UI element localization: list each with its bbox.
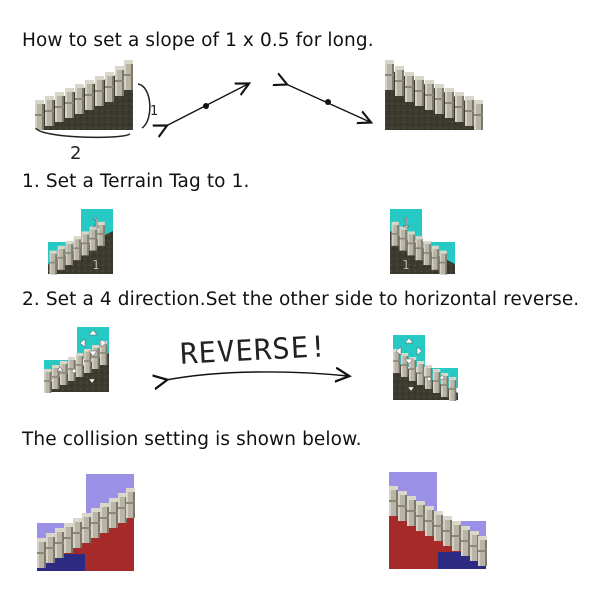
width-label: 2 xyxy=(70,143,82,164)
intro-heading: How to set a slope of 1 x 0.5 for long. xyxy=(22,30,374,51)
step1-heading: 1. Set a Terrain Tag to 1. xyxy=(22,171,250,192)
intro-left-stairs xyxy=(35,60,133,130)
collision-left-tiles xyxy=(37,474,135,571)
direction-left-tiles xyxy=(44,327,109,393)
size-bracket-marks xyxy=(35,83,151,139)
collision-heading: The collision setting is shown below. xyxy=(22,429,362,450)
direction-arrows-icon xyxy=(395,337,446,392)
terrain-tag-right-tiles: 1 1 xyxy=(390,209,455,275)
terrain-tag-value: 1 xyxy=(92,216,100,230)
step2-heading: 2. Set a 4 direction.Set the other side … xyxy=(22,289,580,310)
terrain-tag-value: 1 xyxy=(402,216,410,230)
intro-right-stairs xyxy=(385,60,483,130)
terrain-tag-left-tiles: 1 1 xyxy=(48,209,113,275)
double-arrow-icon xyxy=(278,78,378,128)
direction-arrows-icon xyxy=(56,329,107,384)
direction-right-tiles xyxy=(393,335,458,401)
height-label: 1 xyxy=(150,104,159,119)
double-arrow-icon xyxy=(160,78,260,133)
terrain-tag-value: 1 xyxy=(92,258,100,272)
double-arrow-icon xyxy=(160,362,355,392)
terrain-tag-value: 1 xyxy=(402,258,410,272)
collision-right-tiles xyxy=(389,472,487,569)
